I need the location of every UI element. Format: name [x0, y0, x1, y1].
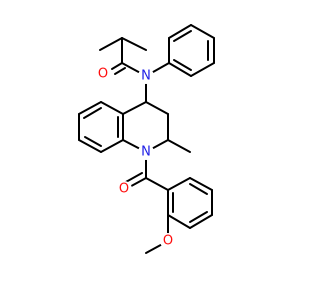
bond: [167, 139, 191, 153]
atom-label-background: [138, 144, 154, 160]
molecule-structure: O N N O O: [78, 24, 215, 254]
bond: [99, 37, 123, 51]
ring-nitrogen-label: N: [141, 145, 151, 160]
bond: [83, 107, 102, 119]
bond: [190, 24, 215, 39]
bond: [189, 183, 208, 195]
bond: [189, 177, 213, 191]
ketone-oxygen-label: O: [119, 182, 129, 197]
methoxy-oxygen-label: O: [163, 234, 173, 249]
bond: [100, 101, 124, 115]
bond: [78, 101, 102, 115]
bond: [189, 214, 213, 229]
bond: [145, 101, 169, 115]
bond: [173, 59, 192, 71]
bond: [190, 62, 215, 77]
bond: [121, 37, 147, 51]
bond: [168, 62, 192, 77]
amide-oxygen-label: O: [98, 67, 108, 82]
bond: [189, 211, 208, 223]
bond: [145, 177, 169, 191]
bond-lines: [78, 24, 215, 254]
bond: [100, 139, 124, 153]
bond: [168, 24, 192, 39]
bond: [84, 136, 102, 147]
bond: [167, 214, 191, 229]
atom-label-background: [138, 68, 154, 84]
bond: [78, 139, 102, 153]
atom-label-background: [116, 181, 132, 197]
bond: [122, 101, 147, 115]
atom-label-background: [95, 66, 111, 82]
bond: [167, 177, 191, 191]
amide-nitrogen-label: N: [141, 69, 151, 84]
bond: [114, 67, 126, 75]
atom-label-background: [160, 233, 176, 249]
bond: [173, 30, 192, 42]
bond: [111, 62, 123, 70]
bond: [123, 172, 143, 184]
atom-labels: O N N O O: [95, 66, 176, 249]
